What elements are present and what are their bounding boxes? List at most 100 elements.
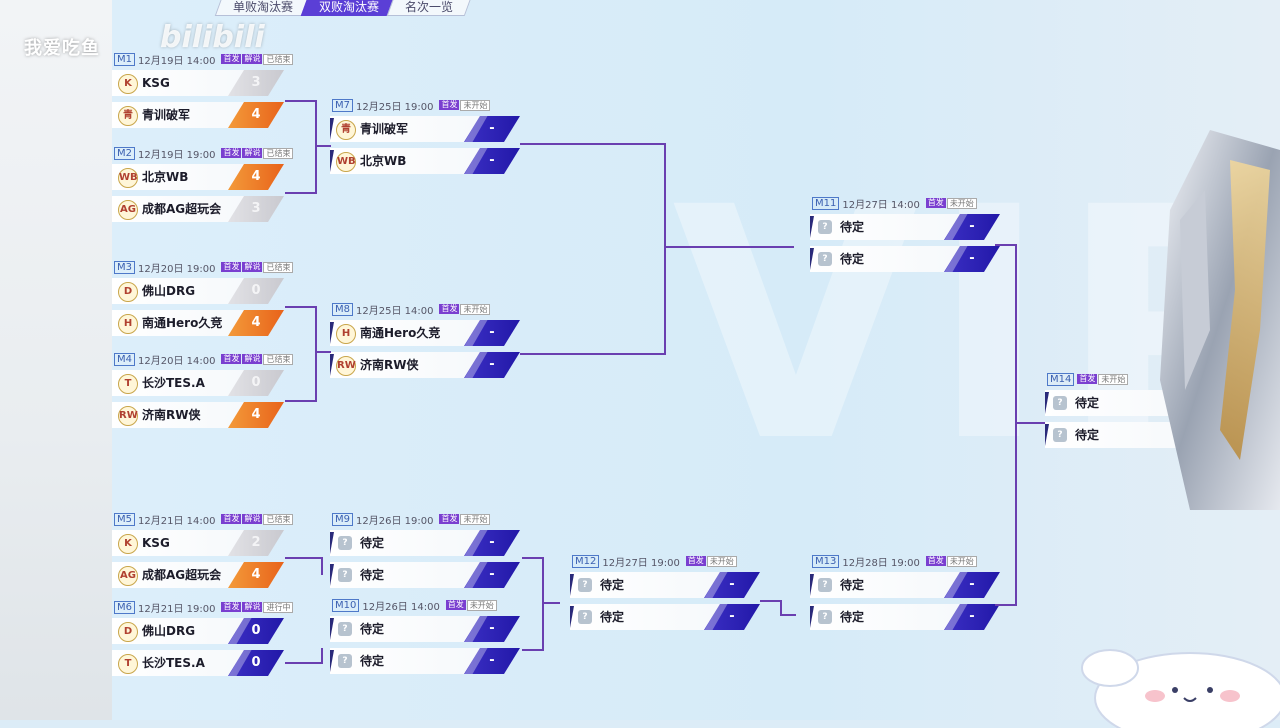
match-tag: 解说 — [242, 514, 263, 524]
connector — [664, 246, 794, 248]
row-accent — [330, 118, 334, 140]
team-row[interactable]: ?待定- — [330, 648, 520, 674]
match-id: M14 — [1047, 372, 1075, 386]
tab-single-elimination[interactable]: 单败淘汰赛 — [214, 0, 312, 16]
team-name: KSG — [142, 76, 170, 90]
match-time: 12月26日 14:00 — [362, 601, 440, 613]
team-row[interactable]: 青青训破军- — [330, 116, 520, 142]
team-row[interactable]: ?待定- — [810, 604, 1000, 630]
match-time: 12月21日 14:00 — [138, 515, 216, 527]
match-tag: 首发 — [221, 514, 242, 524]
match-tag: 解说 — [242, 262, 263, 272]
cinnamoroll-mascot-art — [1081, 649, 1280, 728]
match-tag: 解说 — [242, 354, 263, 364]
team-name: 青训破军 — [360, 122, 409, 136]
team-row[interactable]: ?待定- — [330, 562, 520, 588]
row-accent — [330, 564, 334, 586]
team-name: 长沙TES.A — [142, 656, 205, 670]
match-tag: 首发 — [221, 148, 242, 158]
connector — [315, 351, 331, 353]
match-status-badge: 未开始 — [460, 99, 491, 111]
team-row[interactable]: ?待定- — [570, 572, 760, 598]
connector — [995, 244, 1017, 606]
match-status-badge: 已结束 — [263, 261, 294, 273]
connector — [522, 557, 544, 651]
team-row[interactable]: ?待定- — [810, 214, 1000, 240]
row-accent — [570, 574, 574, 596]
match-id: M6 — [114, 600, 135, 614]
team-name: 成都AG超玩会 — [142, 202, 222, 216]
team-name: 待定 — [360, 568, 385, 582]
tab-double-elimination[interactable]: 双败淘汰赛 — [300, 0, 398, 16]
row-accent — [330, 354, 334, 376]
match-tag: 首发 — [925, 556, 946, 566]
match-id: M3 — [114, 260, 135, 274]
trophy-character-art — [1160, 130, 1280, 510]
match-time: 12月26日 19:00 — [356, 515, 434, 527]
team-logo-icon: 青 — [336, 120, 356, 140]
tab-rankings[interactable]: 名次一览 — [386, 0, 472, 16]
team-logo-icon: 青 — [118, 106, 138, 126]
team-name: 佛山DRG — [142, 624, 196, 638]
match-tag: 首发 — [439, 100, 460, 110]
team-name: KSG — [142, 536, 170, 550]
team-name: 青训破军 — [142, 108, 191, 122]
team-row[interactable]: ?待定- — [810, 246, 1000, 272]
row-accent — [1045, 392, 1049, 414]
match-time: 12月19日 19:00 — [138, 149, 216, 161]
match-id: M2 — [114, 146, 135, 160]
match-id: M4 — [114, 352, 135, 366]
team-logo-icon: H — [118, 314, 138, 334]
match-tag: 解说 — [242, 602, 263, 612]
tab-label: 双败淘汰赛 — [319, 0, 380, 14]
team-row[interactable]: ?待定- — [330, 530, 520, 556]
placeholder-team-icon: ? — [1053, 428, 1067, 442]
match-tag: 首发 — [439, 304, 460, 314]
placeholder-team-icon: ? — [578, 578, 592, 592]
placeholder-team-icon: ? — [818, 610, 832, 624]
team-logo-icon: AG — [118, 200, 138, 220]
placeholder-team-icon: ? — [578, 610, 592, 624]
left-side-panel — [0, 0, 112, 720]
match-status-badge: 已结束 — [263, 53, 294, 65]
connector — [285, 306, 317, 402]
row-accent — [330, 322, 334, 344]
tab-label: 单败淘汰赛 — [233, 0, 294, 14]
team-row[interactable]: ?待定- — [810, 572, 1000, 598]
row-accent — [330, 650, 334, 672]
team-logo-icon: H — [336, 324, 356, 344]
match-id: M9 — [332, 512, 353, 526]
row-accent — [330, 532, 334, 554]
connector — [520, 143, 666, 355]
match-id: M12 — [572, 554, 600, 568]
match-status-badge: 已结束 — [263, 513, 294, 525]
team-row[interactable]: ?待定- — [330, 616, 520, 642]
match-tag: 解说 — [242, 54, 263, 64]
team-row[interactable]: ?待定- — [570, 604, 760, 630]
placeholder-team-icon: ? — [338, 568, 352, 582]
match-time: 12月27日 19:00 — [602, 557, 680, 569]
